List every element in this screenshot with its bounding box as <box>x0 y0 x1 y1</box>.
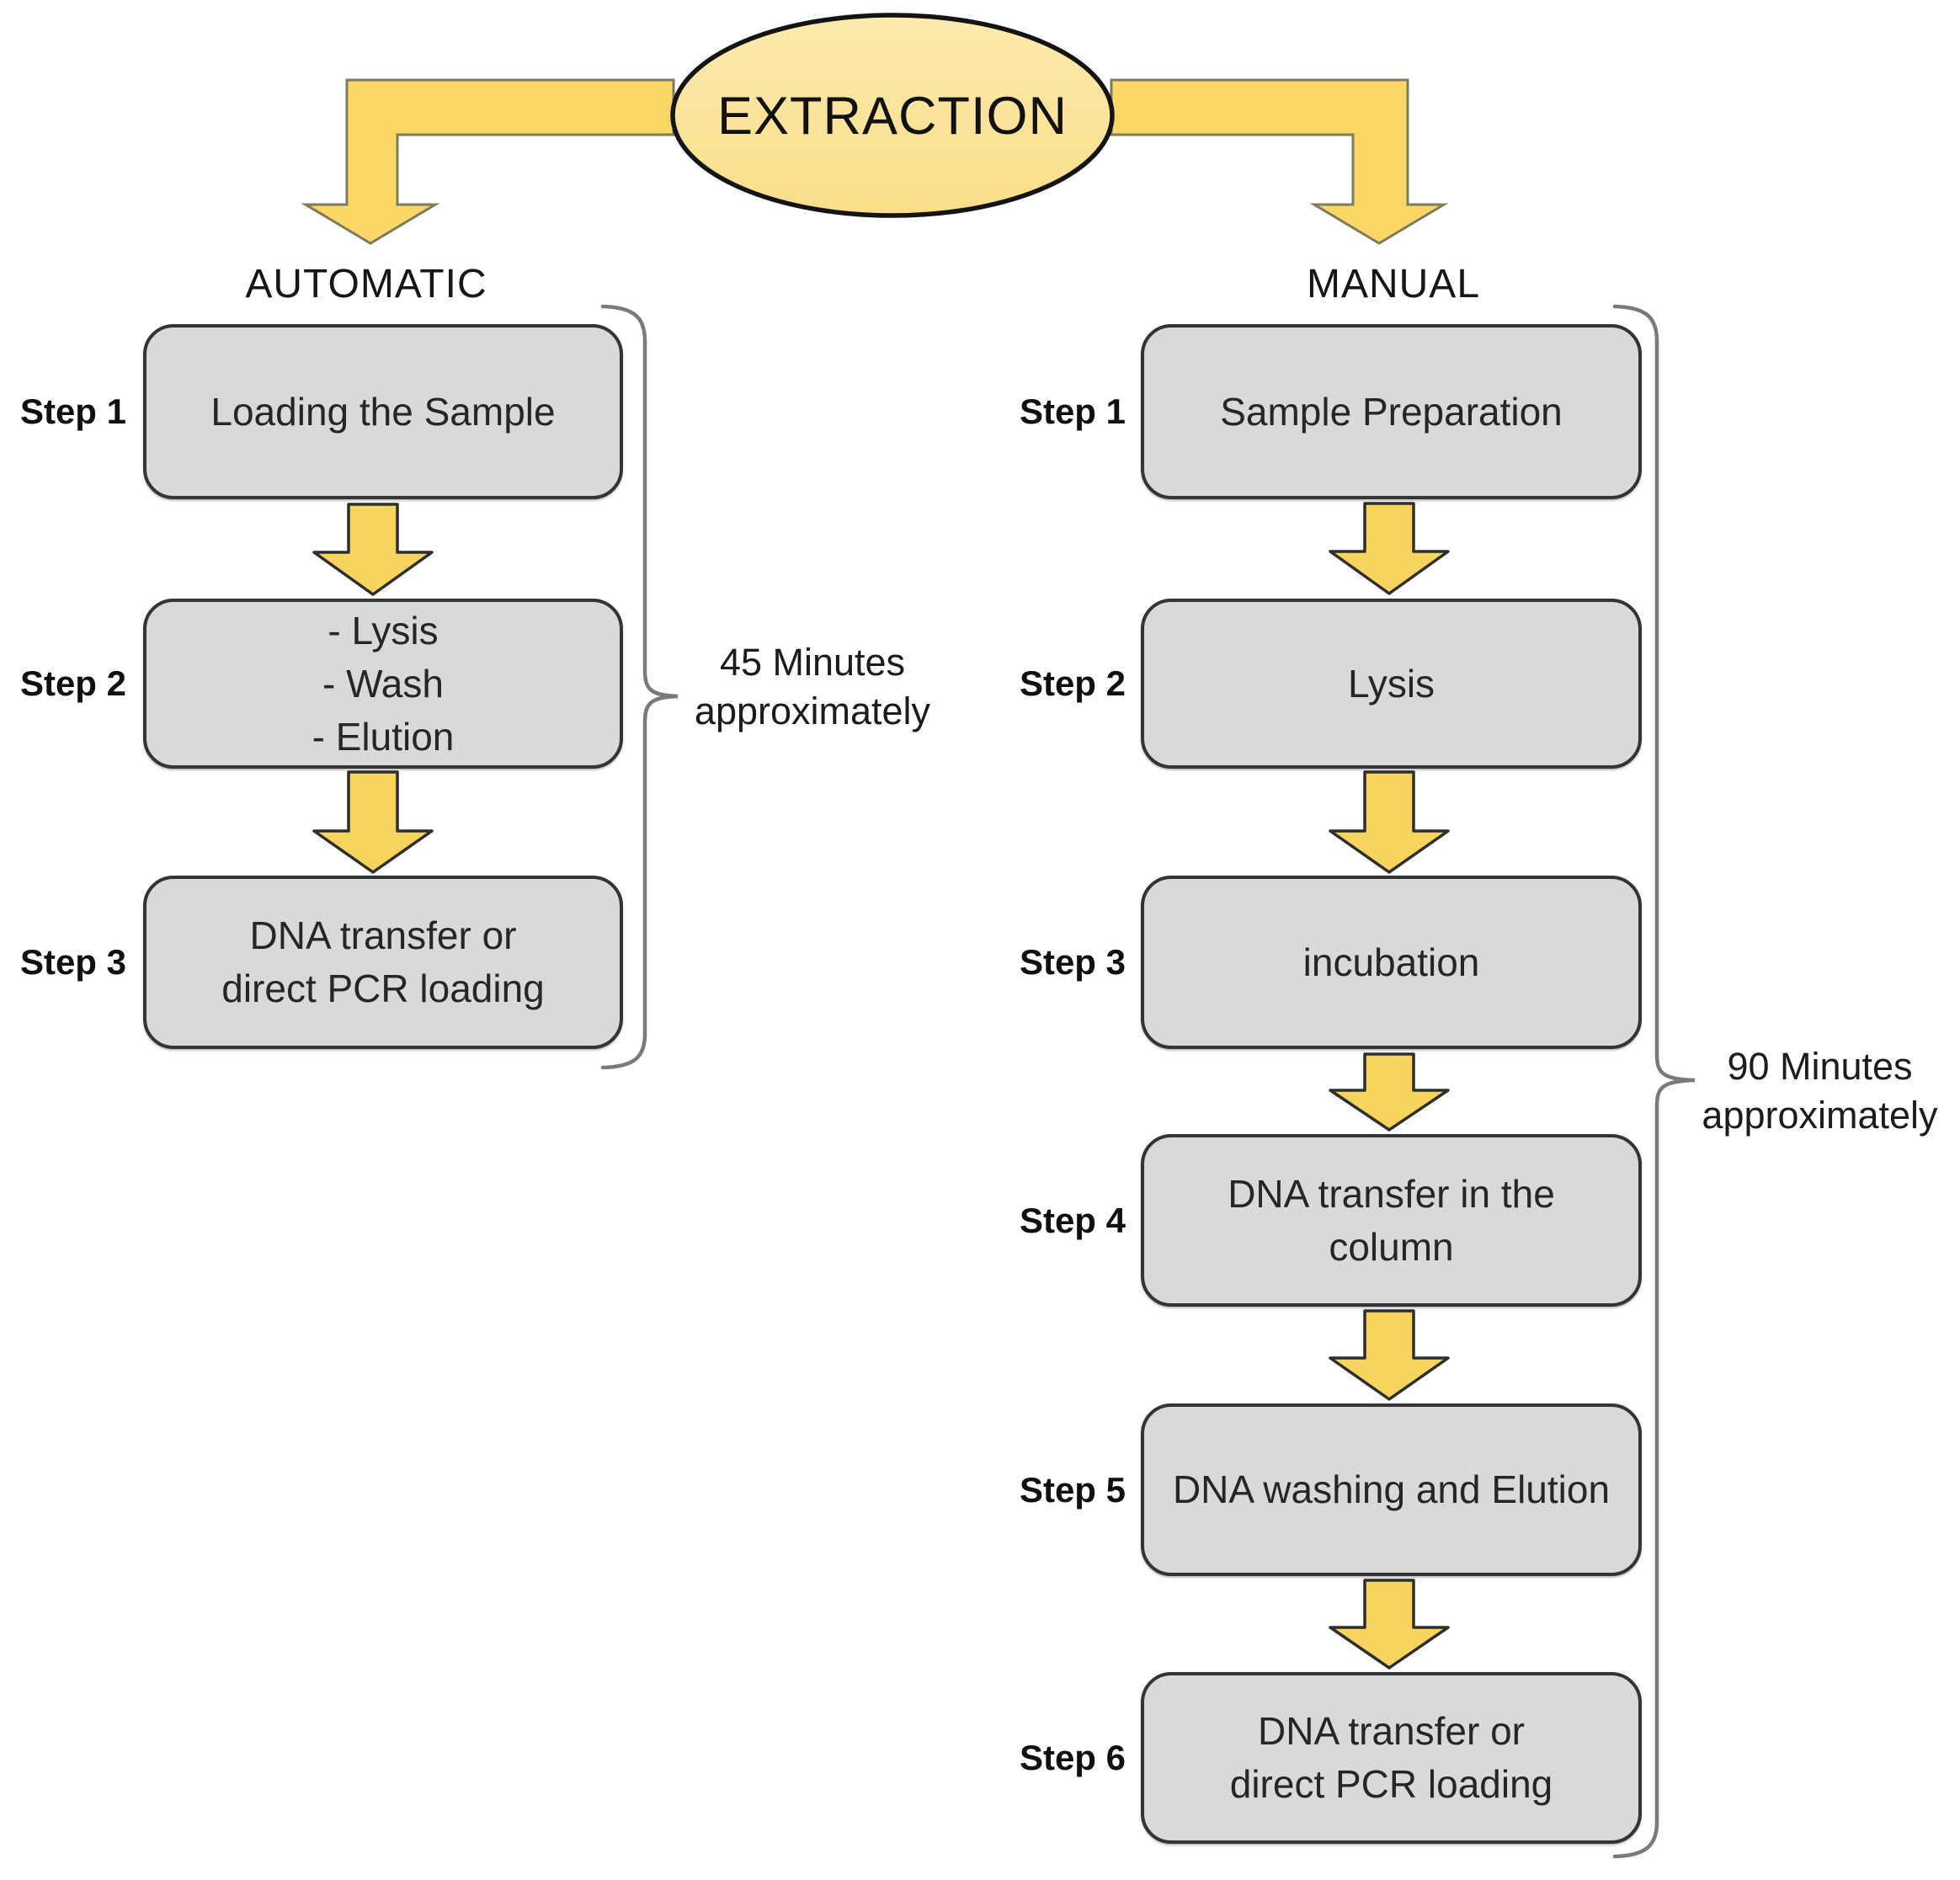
duration-line: approximately <box>1702 1094 1938 1137</box>
down-arrow-icon <box>312 770 434 874</box>
duration-brace-automatic <box>600 304 679 1070</box>
step-box-dna-transfer-or-pcr: DNA transfer or direct PCR loading <box>143 876 623 1049</box>
step-label: Step 4 <box>1019 1201 1126 1240</box>
step-label: Step 5 <box>1019 1470 1126 1510</box>
down-arrow-icon <box>312 503 434 596</box>
step-box-text: - Wash <box>322 661 444 706</box>
step-label: Step 3 <box>1019 942 1126 982</box>
down-arrow-icon <box>1329 1579 1450 1670</box>
duration-line: 45 Minutes <box>719 641 906 684</box>
step-label: Step 2 <box>19 663 126 703</box>
duration-line: approximately <box>694 690 931 732</box>
step-box-text: DNA transfer in the <box>1228 1171 1555 1216</box>
extraction-ellipse <box>670 13 1115 218</box>
step-box-sample-preparation: Sample Preparation <box>1141 324 1642 499</box>
duration-note-manual: 90 Minutes approximately <box>1680 1042 1960 1140</box>
step-box-lysis: Lysis <box>1141 599 1642 769</box>
step-label: Step 2 <box>1019 663 1126 703</box>
step-box-text: direct PCR loading <box>221 967 545 1010</box>
step-box-text: DNA transfer or <box>249 913 517 957</box>
step-box-text: DNA transfer or <box>1258 1709 1525 1753</box>
down-arrow-icon <box>1329 770 1450 874</box>
step-label: Step 1 <box>19 391 126 431</box>
step-box-text: Loading the Sample <box>210 389 556 434</box>
branch-title-automatic: AUTOMATIC <box>245 262 487 306</box>
diagram-title: EXTRACTION <box>716 87 1068 146</box>
step-label: Step 1 <box>1019 391 1126 431</box>
elbow-arrow-right-icon <box>1110 78 1449 245</box>
down-arrow-icon <box>1329 1309 1450 1401</box>
step-label: Step 6 <box>1019 1738 1126 1777</box>
step-box-dna-transfer-or-pcr: DNA transfer or direct PCR loading <box>1141 1672 1642 1844</box>
down-arrow-icon <box>1329 502 1450 595</box>
step-box-incubation: incubation <box>1141 876 1642 1049</box>
branch-title-manual: MANUAL <box>1306 262 1481 306</box>
step-box-text: incubation <box>1302 940 1480 984</box>
step-box-dna-washing-elution: DNA washing and Elution <box>1141 1403 1642 1576</box>
duration-note-automatic: 45 Minutes approximately <box>665 638 960 736</box>
step-box-text: DNA washing and Elution <box>1172 1467 1611 1511</box>
step-box-text: - Elution <box>312 714 455 759</box>
duration-line: 90 Minutes <box>1727 1045 1913 1088</box>
step-box-text: Sample Preparation <box>1220 389 1563 434</box>
step-box-text: direct PCR loading <box>1229 1762 1553 1806</box>
step-box-text: Lysis <box>1347 661 1435 706</box>
duration-brace-manual <box>1612 304 1696 1859</box>
elbow-arrow-left-icon <box>301 78 675 245</box>
step-label: Step 3 <box>19 942 126 982</box>
step-box-text: column <box>1329 1224 1454 1269</box>
down-arrow-icon <box>1329 1052 1450 1132</box>
step-box-text: - Lysis <box>328 608 439 652</box>
step-box-lysis-wash-elution: - Lysis - Wash - Elution <box>143 599 623 769</box>
step-box-dna-transfer-column: DNA transfer in the column <box>1141 1134 1642 1307</box>
step-box-loading-the-sample: Loading the Sample <box>143 324 623 499</box>
